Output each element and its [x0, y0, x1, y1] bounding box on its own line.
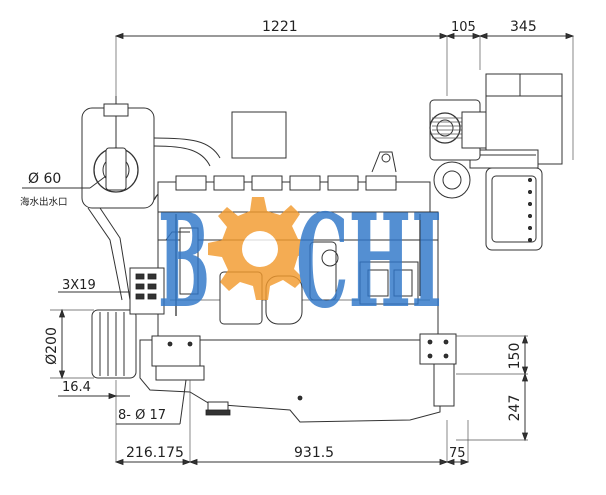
dim-pulley-dia: Ø200: [44, 327, 60, 365]
dim-bottom-left: 216.175: [126, 445, 184, 461]
outlet-label: 海水出水口: [20, 196, 68, 208]
dim-right-upper: 150: [507, 343, 523, 370]
dim-right-lower: 247: [507, 395, 523, 422]
dim-pipe-dia: Ø 60: [28, 171, 61, 187]
dim-holes: 8- Ø 17: [118, 408, 166, 423]
dim-bottom-right: 75: [449, 446, 466, 461]
dim-belt-spec: 3X19: [62, 278, 96, 293]
dim-pulley-offset: 16.4: [62, 380, 91, 395]
watermark-letter-b: B: [158, 187, 210, 337]
dim-bottom-mid: 931.5: [294, 445, 334, 461]
bochi-watermark: B CHI: [158, 187, 442, 337]
dimension-labels: 1221 105 345 Ø 60 海水出水口 3X19 Ø200 16.4 8…: [20, 19, 537, 461]
dim-top-right: 345: [510, 19, 537, 35]
gear-icon: [208, 197, 312, 300]
watermark-letters-chi: CHI: [296, 187, 442, 337]
dim-top-length: 1221: [262, 19, 298, 35]
dimension-lines: [22, 32, 575, 466]
dim-top-mid: 105: [451, 20, 476, 35]
